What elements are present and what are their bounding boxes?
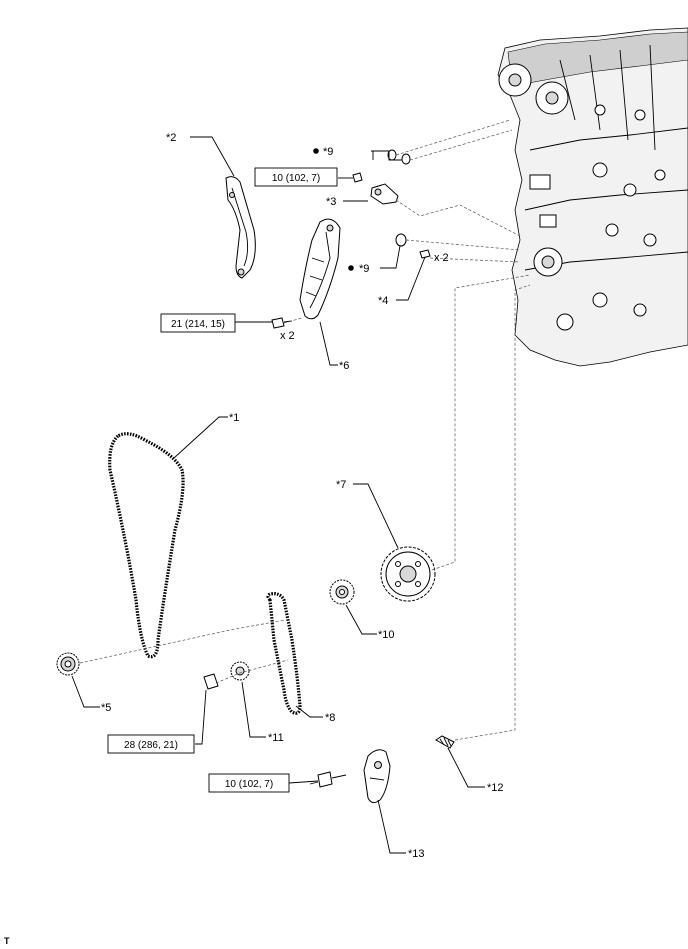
torque-spec-box-1: 10 (102, 7) [254, 167, 338, 187]
torque-spec-text: 21 (214, 15) [171, 319, 225, 330]
part-5-crank-sprocket [56, 652, 80, 676]
callout-5: *5 [101, 702, 111, 714]
callout-1: *1 [229, 412, 239, 424]
torque-spec-text: 10 (102, 7) [225, 779, 273, 790]
torque-spec-box-2: 21 (214, 15) [160, 313, 236, 333]
pin-quantity: x 2 [434, 252, 449, 264]
callout-11: *11 [268, 732, 284, 744]
callout-12: *12 [487, 782, 504, 794]
arm-pivot-bolt [271, 317, 293, 329]
part-13-tensioner-lever [363, 749, 391, 804]
leader-lines [71, 136, 485, 854]
part-8-secondary-chain [266, 592, 302, 715]
torque-spec-text: 28 (286, 21) [124, 740, 178, 751]
torque-spec-box-3: 28 (286, 21) [107, 734, 195, 754]
reference-lines [79, 119, 531, 741]
part-7-large-sprocket [380, 546, 436, 602]
torque-spec-box-4: 10 (102, 7) [208, 773, 290, 793]
torque-leader [288, 780, 319, 784]
callout-3: *3 [326, 196, 336, 208]
callout-6: *6 [339, 360, 349, 372]
part-12-spring [435, 735, 455, 749]
non-reusable-dot-marker [313, 148, 319, 154]
torque-spec-text: 10 (102, 7) [272, 173, 320, 184]
part-3-chain-tensioner [352, 172, 399, 205]
non-reusable-dot-marker [348, 265, 354, 271]
callout-2: *2 [166, 132, 176, 144]
callout-4: *4 [378, 295, 388, 307]
sprocket-bolt [203, 673, 219, 690]
part-4-pin [419, 249, 431, 259]
part-11-sprocket [230, 661, 250, 681]
callout-9-top: *9 [323, 146, 333, 158]
bolt-quantity: x 2 [280, 330, 295, 342]
part-6-tensioner-arm [299, 218, 341, 320]
part-2-chain-guide [225, 176, 256, 279]
callout-7: *7 [336, 479, 346, 491]
callout-9-lower: *9 [359, 263, 369, 275]
callout-10: *10 [378, 629, 395, 641]
lever-bolt [317, 771, 347, 788]
callout-8: *8 [325, 712, 335, 724]
part-10-sprocket [329, 579, 355, 605]
callout-13: *13 [408, 848, 425, 860]
footer-mark: T [4, 936, 10, 946]
engine-block [497, 27, 688, 367]
part-1-timing-chain [108, 432, 185, 659]
